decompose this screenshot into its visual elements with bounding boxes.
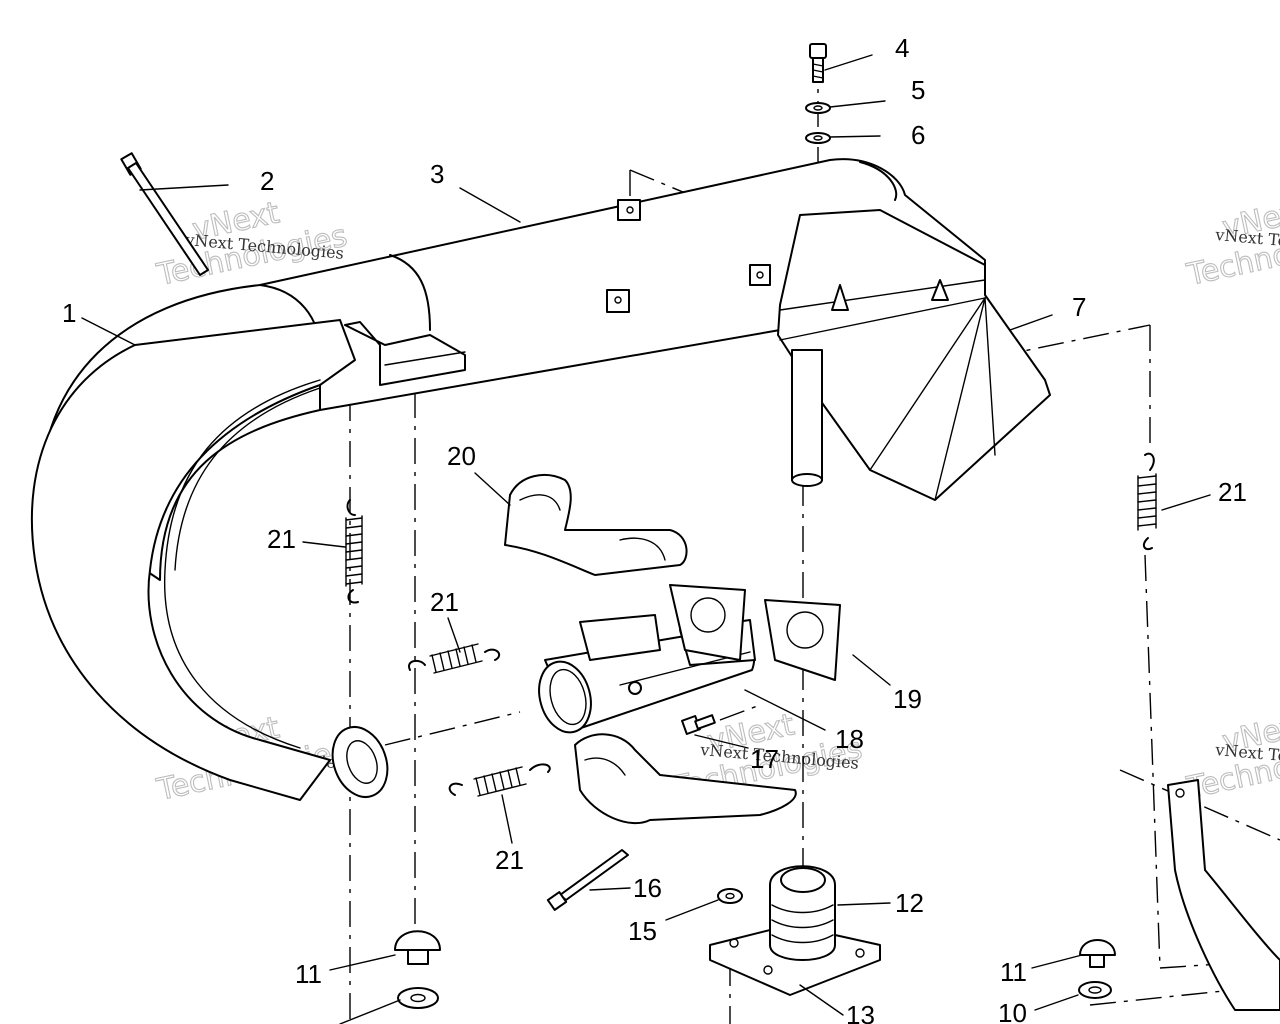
- mount-bracket-right: [1167, 779, 1280, 1011]
- long-bolt: [546, 849, 629, 911]
- nut: [717, 888, 743, 904]
- muffler-studs: [606, 199, 771, 313]
- bolt: [809, 43, 827, 83]
- muffler-end-cap: [859, 161, 898, 201]
- callout-2: 2: [260, 166, 274, 196]
- callout-5: 5: [911, 75, 925, 105]
- callout-16: 16: [633, 873, 662, 903]
- watermark-right-top: vNext Technologies vNext Technologies: [1183, 193, 1280, 294]
- callout-17: 17: [750, 744, 779, 774]
- heat-shield: [777, 209, 1051, 501]
- callout-1: 1: [62, 298, 76, 328]
- callout-11-left: 11: [295, 959, 322, 989]
- callout-7: 7: [1072, 292, 1086, 322]
- callout-19: 19: [893, 684, 922, 714]
- lower-heat-shield: [574, 733, 797, 825]
- spring-right-vertical: [1137, 452, 1157, 551]
- washer-6: [805, 132, 831, 144]
- callout-18: 18: [835, 724, 864, 754]
- manifold-bolt: [681, 714, 716, 735]
- callout-21-upper-middle: 21: [430, 587, 459, 617]
- callout-6: 6: [911, 120, 925, 150]
- spring-middle-upper: [408, 643, 501, 674]
- head-pipe: [30, 319, 389, 801]
- callout-21-right: 21: [1218, 477, 1247, 507]
- muffler-bracket-left: [344, 321, 466, 386]
- bumper-right: [1079, 939, 1116, 968]
- bumper-left: [394, 930, 441, 965]
- callout-labels: 1 2 3 4 5 6 7 10 11 11 12 13 15 16 17 18…: [62, 33, 1247, 1024]
- callout-4: 4: [895, 33, 909, 63]
- gasket-right: [764, 599, 841, 681]
- spring-middle-lower: [448, 763, 551, 797]
- callout-20: 20: [447, 441, 476, 471]
- callout-12: 12: [895, 888, 924, 918]
- callout-3: 3: [430, 159, 444, 189]
- upper-heat-shield: [504, 474, 688, 576]
- washer-left: [397, 987, 439, 1009]
- callout-15: 15: [628, 916, 657, 946]
- gasket-left: [669, 584, 746, 661]
- callout-21-lower-middle: 21: [495, 845, 524, 875]
- washer-5: [805, 102, 831, 114]
- watermark-left-top: vNext Technologies vNext Technologies: [153, 195, 351, 294]
- washer-right: [1078, 981, 1112, 999]
- callout-11-right: 11: [1000, 957, 1027, 987]
- callout-10: 10: [998, 998, 1027, 1024]
- tie-strap: [120, 152, 209, 276]
- rubber-grommet: [769, 865, 836, 961]
- spring-left-vertical: [345, 499, 363, 604]
- callout-21-left: 21: [267, 524, 296, 554]
- leader-lines: [81, 54, 1211, 1024]
- callout-13: 13: [846, 1000, 875, 1024]
